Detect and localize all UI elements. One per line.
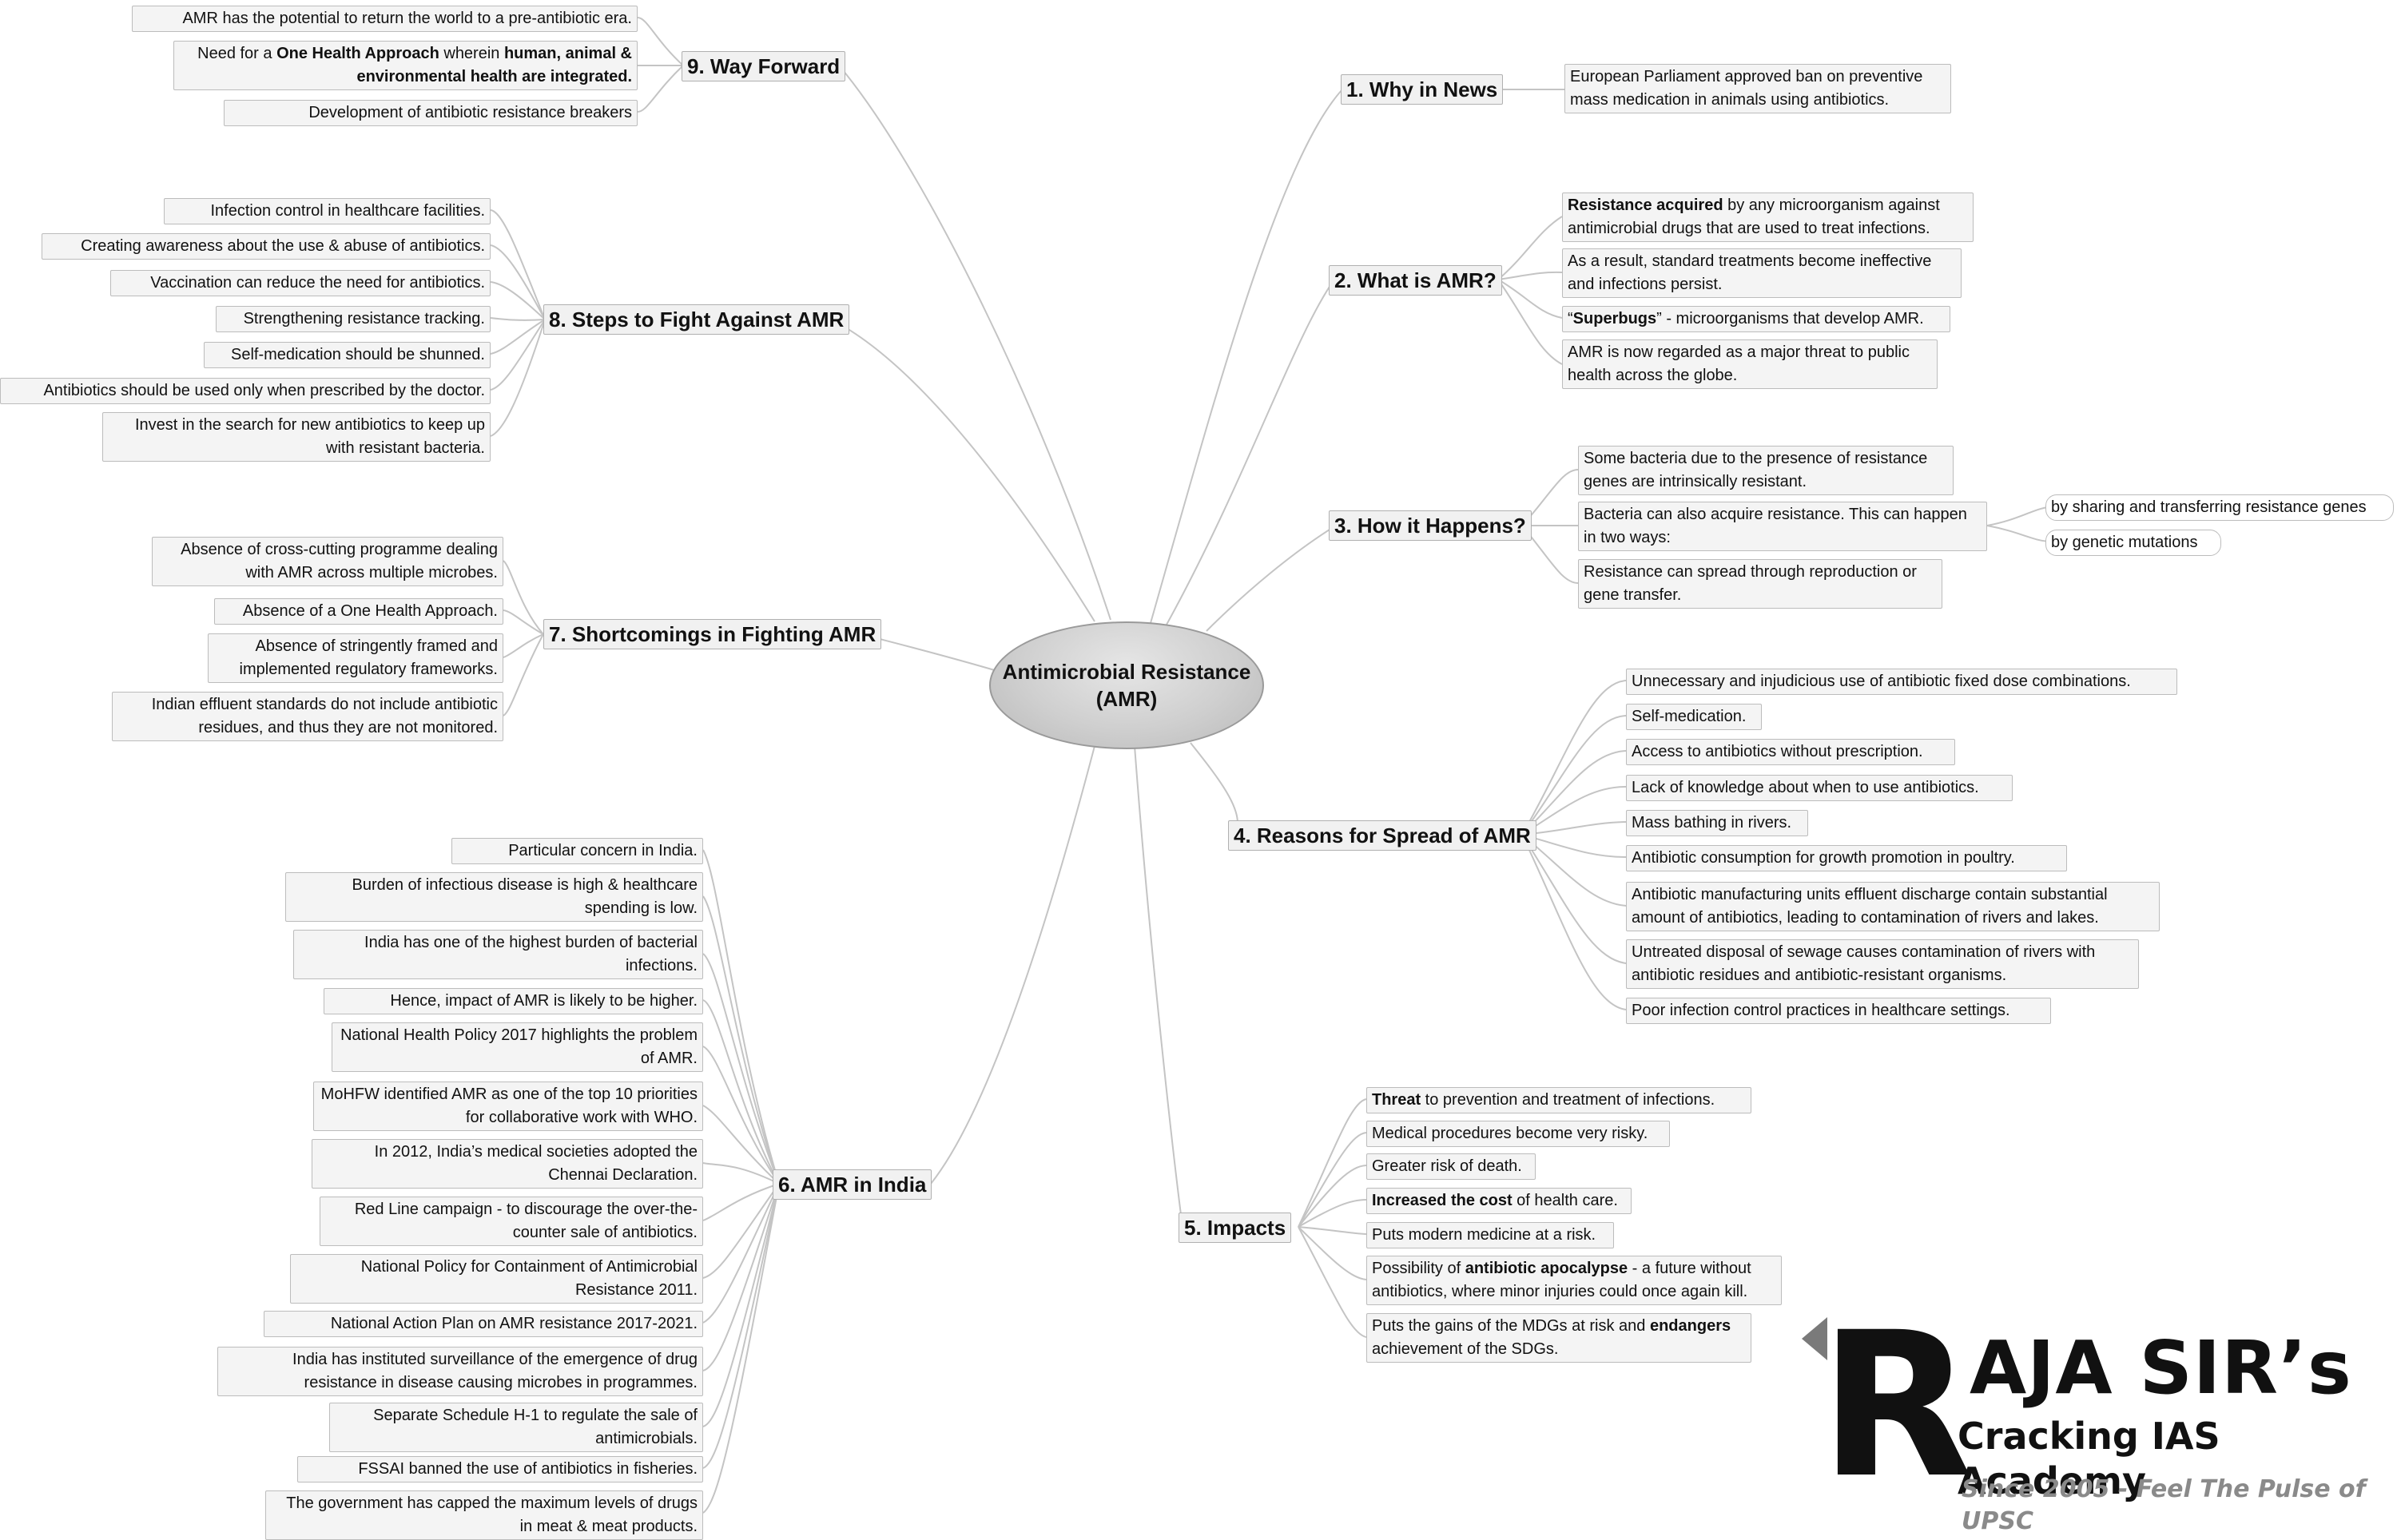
india-item: Separate Schedule H-1 to regulate the sa…: [329, 1403, 703, 1452]
impact-item: Greater risk of death.: [1366, 1153, 1536, 1180]
impact-text: - a future without antibiotics, where mi…: [1372, 1260, 1751, 1300]
shortcoming-item: Absence of stringently framed and implem…: [208, 633, 503, 683]
india-item: National Action Plan on AMR resistance 2…: [264, 1311, 703, 1337]
india-item: The government has capped the maximum le…: [265, 1490, 703, 1540]
logo-tagline: Since 2005 - Feel The Pulse of UPSC: [1962, 1475, 2366, 1535]
what-is-amr-item: Resistance acquired by any microorganism…: [1562, 192, 1974, 242]
reason-item: Unnecessary and injudicious use of antib…: [1626, 669, 2177, 695]
step-item: Creating awareness about the use & abuse…: [42, 233, 491, 260]
shortcoming-item: Indian effluent standards do not include…: [112, 692, 503, 741]
shortcoming-item: Absence of cross-cutting programme deali…: [152, 537, 503, 586]
impact-item: Threat to prevention and treatment of in…: [1366, 1087, 1751, 1113]
what-is-amr-text: ” - microorganisms that develop AMR.: [1656, 310, 1924, 327]
reason-item: Untreated disposal of sewage causes cont…: [1626, 939, 2139, 989]
what-is-amr-item: AMR is now regarded as a major threat to…: [1562, 339, 1938, 389]
reason-item: Access to antibiotics without prescripti…: [1626, 739, 1955, 765]
step-item: Vaccination can reduce the need for anti…: [110, 270, 491, 296]
way-forward-text: wherein: [439, 45, 504, 62]
way-forward-item: Need for a One Health Approach wherein h…: [173, 41, 638, 90]
reason-item: Lack of knowledge about when to use anti…: [1626, 775, 2013, 801]
what-is-amr-bold: Resistance acquired: [1568, 196, 1723, 214]
logo-title: AJA SIR’s: [1970, 1325, 2352, 1411]
branch-way-forward[interactable]: 9. Way Forward: [682, 51, 846, 81]
quote-open: “: [1568, 310, 1573, 327]
india-item: Red Line campaign - to discourage the ov…: [320, 1197, 703, 1246]
how-it-happens-way: by genetic mutations: [2045, 530, 2221, 556]
increased-cost-bold: Increased the cost: [1372, 1192, 1513, 1209]
impact-text: achievement of the SDGs.: [1372, 1340, 1559, 1358]
threat-bold: Threat: [1372, 1091, 1421, 1109]
impact-text: of health care.: [1512, 1192, 1618, 1209]
branch-how-it-happens[interactable]: 3. How it Happens?: [1329, 510, 1532, 541]
india-item: Hence, impact of AMR is likely to be hig…: [324, 988, 703, 1014]
impact-text: Possibility of: [1372, 1260, 1465, 1277]
how-it-happens-way: by sharing and transferring resistance g…: [2045, 494, 2394, 521]
way-forward-item: Development of antibiotic resistance bre…: [224, 100, 638, 126]
step-item: Self-medication should be shunned.: [204, 342, 491, 368]
step-item: Strengthening resistance tracking.: [216, 306, 491, 332]
india-item: National Policy for Containment of Antim…: [290, 1254, 703, 1304]
how-it-happens-item: Bacteria can also acquire resistance. Th…: [1578, 502, 1987, 551]
why-in-news-item: European Parliament approved ban on prev…: [1564, 64, 1951, 113]
impact-item: Puts modern medicine at a risk.: [1366, 1222, 1614, 1248]
antibiotic-apocalypse-bold: antibiotic apocalypse: [1465, 1260, 1628, 1277]
impact-text: Puts the gains of the MDGs at risk and: [1372, 1317, 1650, 1335]
impact-item: Increased the cost of health care.: [1366, 1188, 1632, 1214]
impact-item: Puts the gains of the MDGs at risk and e…: [1366, 1313, 1751, 1363]
step-item: Antibiotics should be used only when pre…: [0, 378, 491, 404]
branch-why-in-news[interactable]: 1. Why in News: [1341, 74, 1504, 105]
reason-item: Self-medication.: [1626, 704, 1762, 730]
impact-item: Medical procedures become very risky.: [1366, 1121, 1670, 1147]
india-item: India has instituted surveillance of the…: [217, 1347, 703, 1396]
how-it-happens-item: Some bacteria due to the presence of res…: [1578, 446, 1954, 495]
what-is-amr-text: by any microorganism against antimicrobi…: [1568, 196, 1940, 237]
india-item: MoHFW identified AMR as one of the top 1…: [313, 1082, 703, 1131]
reason-item: Mass bathing in rivers.: [1626, 810, 1808, 836]
central-topic-line2: (AMR): [1095, 687, 1158, 711]
india-item: In 2012, India’s medical societies adopt…: [312, 1139, 703, 1189]
one-health-bold: One Health Approach: [276, 45, 439, 62]
india-item: FSSAI banned the use of antibiotics in f…: [297, 1456, 703, 1482]
academy-logo: R AJA SIR’s Cracking IAS Academy Since 2…: [1802, 1306, 2393, 1538]
central-topic-line1: Antimicrobial Resistance: [1002, 660, 1251, 684]
reason-item: Poor infection control practices in heal…: [1626, 998, 2051, 1024]
branch-amr-in-india[interactable]: 6. AMR in India: [773, 1169, 932, 1200]
how-it-happens-item: Resistance can spread through reproducti…: [1578, 559, 1942, 609]
branch-shortcomings[interactable]: 7. Shortcomings in Fighting AMR: [543, 619, 882, 649]
branch-what-is-amr[interactable]: 2. What is AMR?: [1329, 265, 1502, 296]
india-item: Burden of infectious disease is high & h…: [285, 872, 703, 922]
branch-impacts[interactable]: 5. Impacts: [1179, 1213, 1292, 1243]
what-is-amr-item: As a result, standard treatments become …: [1562, 248, 1962, 298]
step-item: Infection control in healthcare faciliti…: [164, 198, 491, 224]
logo-letter: R: [1819, 1289, 1974, 1522]
logo-triangle-icon: [1802, 1317, 1827, 1360]
superbugs-bold: Superbugs: [1572, 310, 1657, 327]
india-item: India has one of the highest burden of b…: [293, 930, 703, 979]
way-forward-item: AMR has the potential to return the worl…: [132, 6, 638, 32]
central-topic: Antimicrobial Resistance (AMR): [989, 621, 1264, 749]
impact-item: Possibility of antibiotic apocalypse - a…: [1366, 1256, 1782, 1305]
logo-subtitle: Cracking IAS Academy: [1958, 1415, 2220, 1502]
shortcoming-item: Absence of a One Health Approach.: [214, 598, 503, 625]
endangers-bold: endangers: [1649, 1317, 1731, 1335]
step-item: Invest in the search for new antibiotics…: [102, 412, 491, 462]
india-item: National Health Policy 2017 highlights t…: [332, 1022, 703, 1072]
reason-item: Antibiotic manufacturing units effluent …: [1626, 882, 2160, 931]
reason-item: Antibiotic consumption for growth promot…: [1626, 845, 2067, 871]
branch-reasons-for-spread[interactable]: 4. Reasons for Spread of AMR: [1228, 820, 1536, 851]
integrated-health-bold: human, animal & environmental health are…: [356, 45, 632, 85]
impact-text: to prevention and treatment of infection…: [1421, 1091, 1715, 1109]
branch-steps-to-fight[interactable]: 8. Steps to Fight Against AMR: [543, 304, 850, 335]
india-item: Particular concern in India.: [451, 838, 703, 864]
way-forward-text: Need for a: [197, 45, 277, 62]
what-is-amr-item: “Superbugs” - microorganisms that develo…: [1562, 306, 1950, 332]
